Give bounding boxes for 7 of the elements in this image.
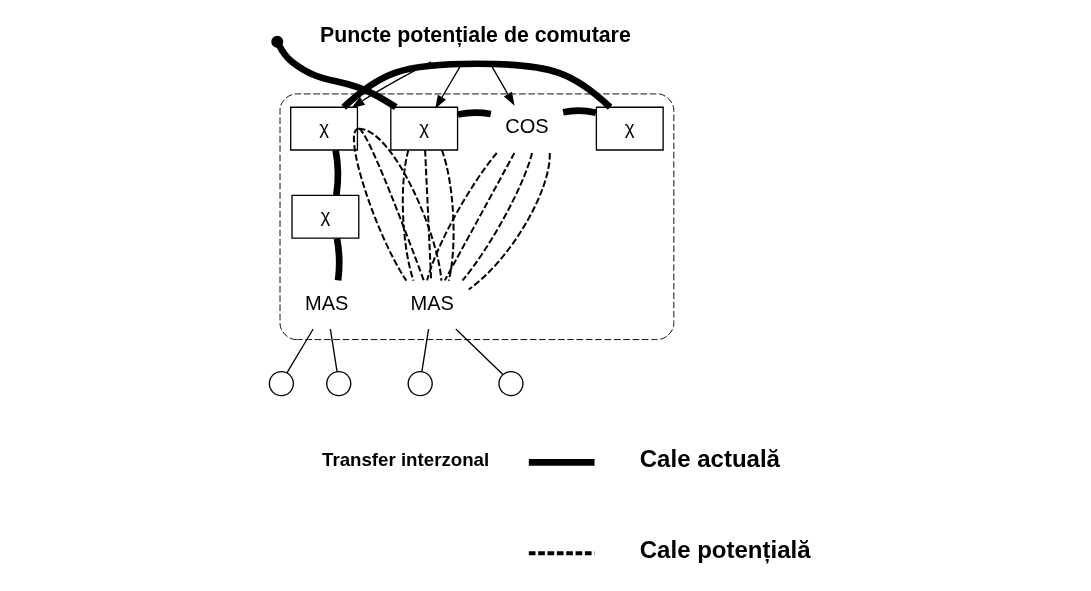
node-text: Puncte potențiale de comutare [319,22,631,47]
node-text: MAS [410,291,454,314]
legend-label: Cale actuală [639,444,780,472]
legend-label: Cale potențială [639,535,811,563]
label: Transfer interzonal [321,448,489,470]
node-text: MAS [304,291,348,314]
node-text: COS [504,115,549,138]
